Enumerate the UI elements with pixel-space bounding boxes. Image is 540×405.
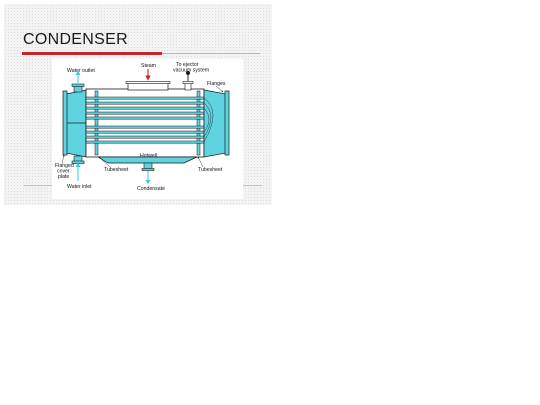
label-condensate: Condensate bbox=[137, 186, 165, 192]
title-divider-rule bbox=[162, 53, 260, 54]
label-flanged-line1: Flanged bbox=[55, 163, 74, 169]
left-cover-plate bbox=[62, 90, 68, 156]
label-tubesheet-left: Tubesheet bbox=[104, 167, 129, 173]
label-steam: Steam bbox=[141, 63, 156, 69]
label-hotwell: Hotwell bbox=[140, 153, 157, 159]
label-flanged-line2: cover bbox=[57, 169, 70, 175]
label-tubesheet-right: Tubesheet bbox=[198, 167, 223, 173]
slide: CONDENSER bbox=[4, 4, 272, 205]
hotwell bbox=[96, 156, 198, 164]
title-accent-rule bbox=[22, 52, 162, 55]
label-water-outlet: Water outlet bbox=[67, 68, 95, 74]
slide-title: CONDENSER bbox=[23, 31, 128, 48]
label-ejector-line1: To ejector bbox=[176, 62, 199, 68]
label-flanged-line3: plate bbox=[58, 174, 69, 180]
left-water-box bbox=[65, 89, 87, 158]
tubesheet-right-plate bbox=[196, 90, 201, 156]
condenser-diagram: Water outlet Steam To ejector vacuum sys… bbox=[52, 59, 243, 199]
right-cover-plate bbox=[224, 90, 230, 156]
water-outlet-nozzle bbox=[73, 85, 83, 93]
tubesheet-left-plate bbox=[94, 90, 99, 156]
ejector-nozzle bbox=[184, 82, 192, 91]
steam-dome bbox=[127, 82, 169, 91]
label-water-inlet: Water inlet bbox=[67, 184, 92, 190]
right-water-box bbox=[203, 89, 227, 158]
condenser-drawing: Water outlet Steam To ejector vacuum sys… bbox=[55, 62, 230, 192]
label-flanges: Flanges bbox=[207, 81, 226, 87]
label-ejector-line2: vacuum system bbox=[173, 68, 209, 74]
tube-bundle bbox=[85, 96, 205, 144]
